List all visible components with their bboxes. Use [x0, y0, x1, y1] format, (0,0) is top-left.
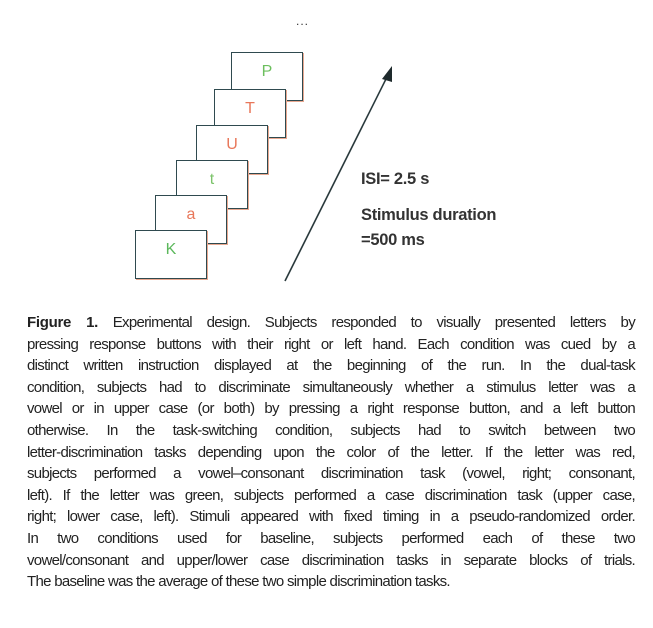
stimulus-letter: K [165, 241, 177, 258]
caption-line: Figure 1. Experimental design. Subjects … [27, 314, 636, 331]
figure-label: Figure 1. [27, 314, 99, 331]
duration-label: Stimulus duration [361, 206, 497, 224]
caption-line: right; lower case, left). Stimuli appear… [27, 508, 636, 526]
stimulus-letter: P [261, 63, 273, 80]
caption-line: pressing response buttons with their rig… [27, 335, 636, 353]
caption-line: condition, subjects had to discriminate … [27, 378, 636, 396]
stimulus-letter: U [226, 136, 238, 153]
ellipsis: ... [296, 14, 310, 28]
time-arrow [284, 66, 392, 282]
caption-line: left). If the letter was green, subjects… [27, 486, 636, 504]
caption-line: subjects performed a vowel–consonant dis… [27, 465, 636, 483]
caption-line: distinct written instruction displayed a… [27, 357, 636, 375]
isi-label: ISI= 2.5 s [361, 170, 430, 188]
arrow-head-icon [382, 66, 392, 82]
stimulus-card: K [135, 230, 207, 279]
caption-line: The baseline was the average of these tw… [27, 573, 451, 591]
caption-line: vowel/consonant and upper/lower case dis… [27, 551, 636, 569]
caption-line: letter-discrimination tasks depending up… [27, 443, 636, 461]
stimulus-letter: t [209, 171, 215, 188]
figure-caption: Figure 1. Experimental design. Subjects … [27, 312, 636, 593]
caption-line: otherwise. In the task-switching conditi… [27, 421, 636, 439]
stimulus-letter: a [186, 206, 196, 223]
stimulus-letter: T [245, 100, 255, 117]
caption-line: In two conditions used for baseline, sub… [27, 529, 636, 547]
caption-line: vowel or in upper case (or both) by pres… [27, 400, 636, 418]
duration-value: =500 ms [361, 231, 425, 249]
